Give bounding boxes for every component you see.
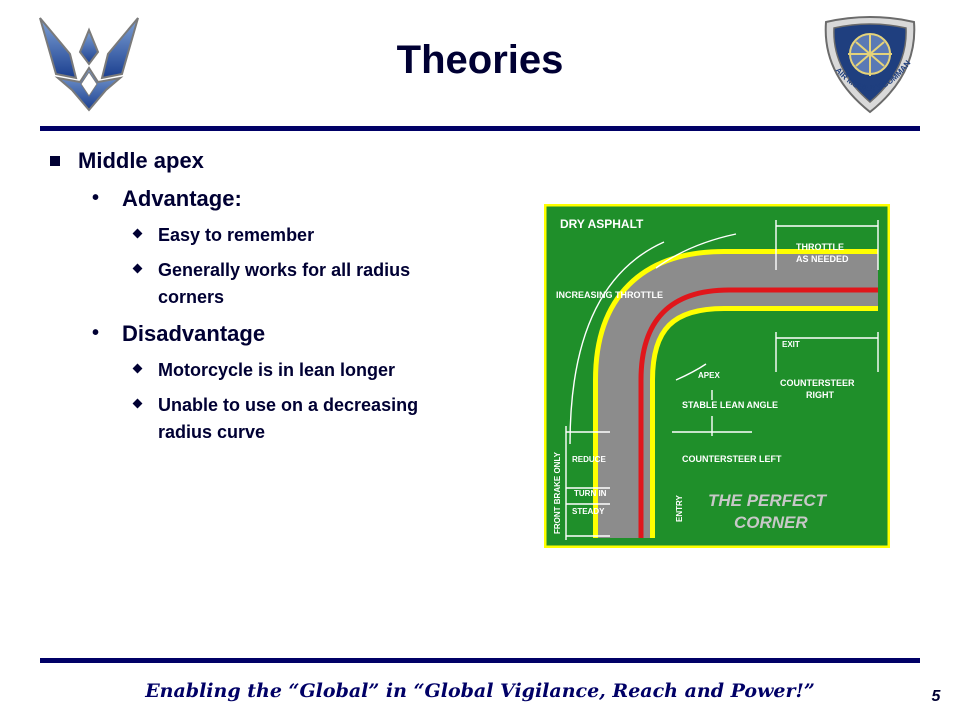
bullet-advantage: • Advantage:	[92, 186, 242, 211]
bullet-disadvantage: • Disadvantage	[92, 321, 266, 346]
dot-bullet-icon: •	[92, 187, 100, 209]
diamond-bullet-icon	[132, 398, 143, 409]
caption-the-perfect: THE PERFECT	[708, 491, 828, 510]
footer-motto: Enabling the “Global” in “Global Vigilan…	[145, 680, 815, 702]
caption-corner: CORNER	[734, 513, 808, 532]
bottom-divider	[40, 658, 920, 663]
disadvantage-item: Unable to use on a decreasing radius cur…	[44, 392, 464, 446]
air-mobility-command-shield-icon: AIR MOBILITY COMMAND	[818, 14, 916, 114]
label-increasing-throttle: INCREASING THROTTLE	[556, 290, 663, 300]
label-exit: EXIT	[782, 340, 800, 349]
label-steady: STEADY	[572, 507, 605, 516]
diamond-bullet-icon	[132, 228, 143, 239]
advantage-item: Generally works for all radius corners	[44, 257, 464, 311]
perfect-corner-diagram: DRY ASPHALT THROTTLE AS NEEDED INCREASIN…	[544, 204, 890, 548]
air-force-symbol-icon	[39, 17, 139, 112]
label-countersteer-right-2: RIGHT	[806, 390, 835, 400]
label-dry-asphalt: DRY ASPHALT	[560, 217, 644, 231]
slide-title: Theories	[396, 38, 564, 82]
label-throttle-as-needed-2: AS NEEDED	[796, 254, 849, 264]
label-apex: APEX	[698, 371, 720, 380]
page-number: 5	[931, 688, 941, 705]
label-stable-lean-angle: STABLE LEAN ANGLE	[682, 400, 778, 410]
label-reduce: REDUCE	[572, 455, 606, 464]
top-divider	[40, 126, 920, 131]
racing-line	[638, 287, 878, 538]
label-front-brake-only: FRONT BRAKE ONLY	[553, 451, 562, 534]
label-turn-in: TURN IN	[574, 489, 607, 498]
disadvantage-item: Motorcycle is in lean longer	[44, 357, 464, 384]
label-entry: ENTRY	[675, 495, 684, 522]
bullet-middle-apex: Middle apex	[44, 146, 464, 176]
label-throttle-as-needed: THROTTLE	[796, 242, 844, 252]
label-countersteer-right: COUNTERSTEER	[780, 378, 855, 388]
square-bullet-icon	[50, 156, 60, 166]
diamond-bullet-icon	[132, 363, 143, 374]
bullet-list: Middle apex • Advantage: Easy to remembe…	[44, 146, 464, 446]
advantage-item: Easy to remember	[44, 222, 464, 249]
dot-bullet-icon: •	[92, 322, 100, 344]
diamond-bullet-icon	[132, 263, 143, 274]
label-countersteer-left: COUNTERSTEER LEFT	[682, 454, 782, 464]
